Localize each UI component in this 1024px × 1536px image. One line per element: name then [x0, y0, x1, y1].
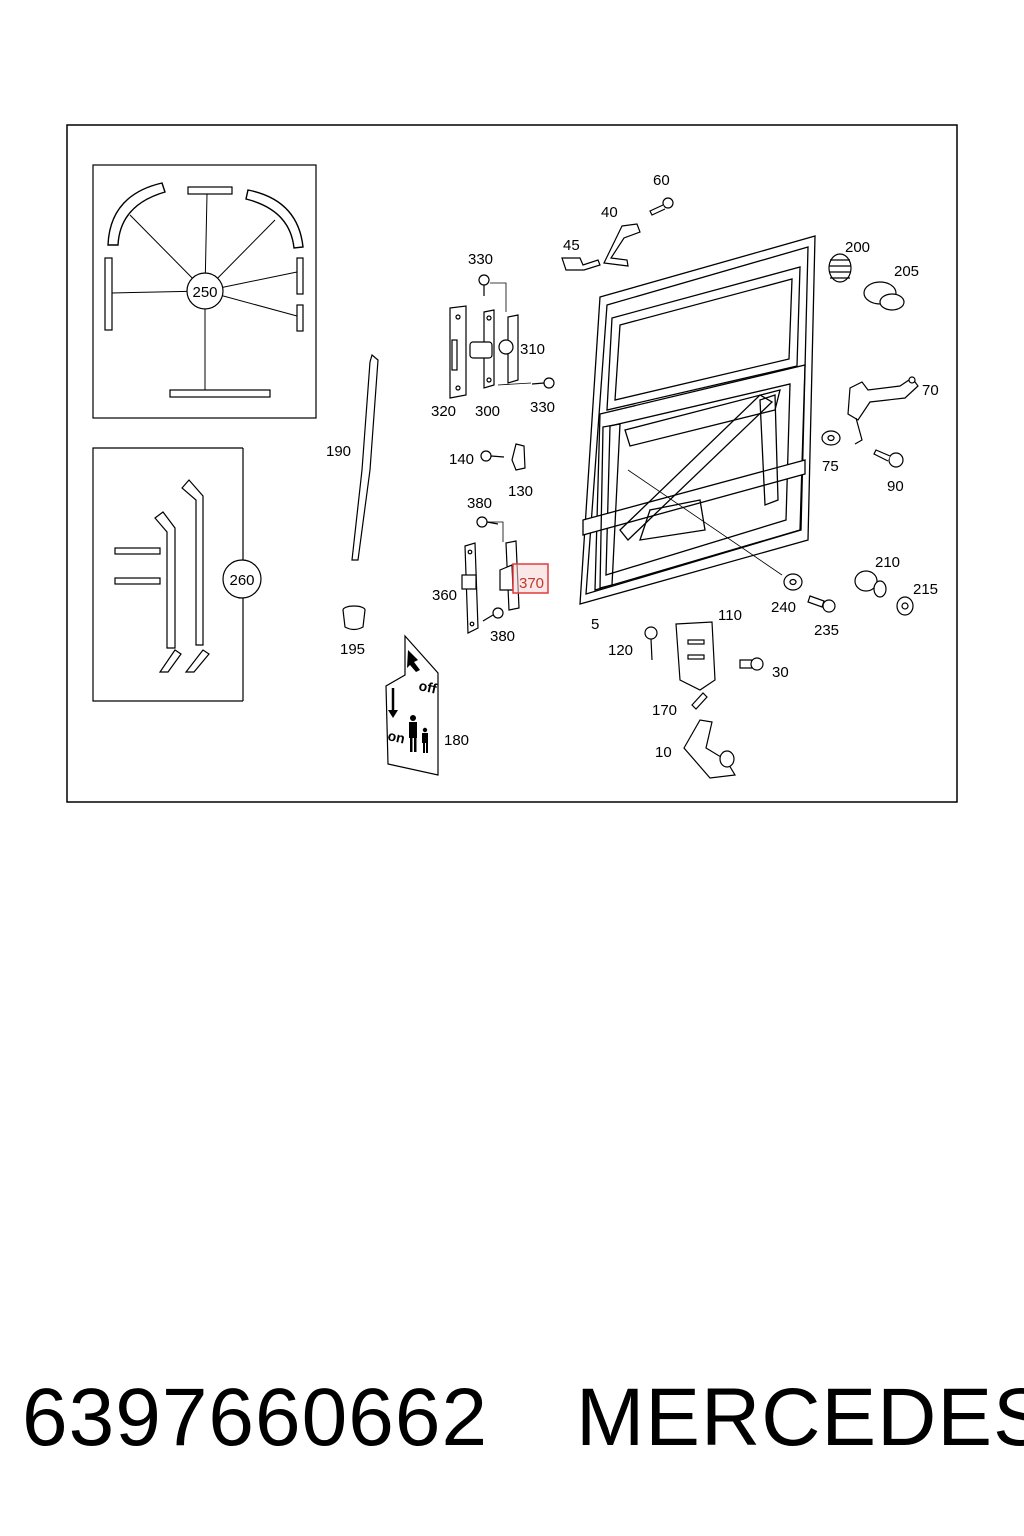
part-310-latch — [498, 314, 519, 384]
part-30-bolt — [739, 657, 764, 671]
label-70: 70 — [922, 382, 939, 399]
cap-195 — [342, 605, 366, 631]
label-210: 210 — [875, 554, 900, 571]
part-90-bolt — [873, 449, 904, 468]
part-215-washer — [896, 596, 914, 616]
part-360-plate — [461, 542, 479, 634]
door-panel-5 — [579, 235, 816, 605]
part-75-washer — [821, 430, 841, 446]
part-45-clip — [561, 257, 601, 271]
label-170: 170 — [652, 702, 677, 719]
label-205: 205 — [894, 263, 919, 280]
decal-off-text: off — [417, 677, 438, 696]
part-10-roller-arm — [683, 719, 736, 779]
part-number: 6397660662 — [22, 1372, 489, 1463]
callout-circle-250 — [186, 272, 224, 310]
label-200: 200 — [845, 239, 870, 256]
footer: 6397660662 MERCEDES — [0, 1368, 1024, 1478]
label-5: 5 — [591, 616, 599, 633]
label-260: 260 — [229, 572, 254, 589]
part-320-plate — [449, 305, 467, 399]
label-300: 300 — [475, 403, 500, 420]
label-240: 240 — [771, 599, 796, 616]
part-140-screw — [480, 450, 505, 462]
label-40: 40 — [601, 204, 618, 221]
part-40-bracket — [603, 223, 641, 267]
part-240-washer — [783, 573, 803, 591]
part-235-bolt — [807, 595, 836, 613]
label-360: 360 — [432, 587, 457, 604]
inset-box-260: 260 — [92, 447, 262, 702]
label-330-top: 330 — [468, 251, 493, 268]
label-380-top: 380 — [467, 495, 492, 512]
brand-name: MERCEDES — [576, 1372, 1024, 1463]
part-330-screw-top — [478, 274, 490, 296]
callout-circle-260 — [222, 559, 262, 599]
decal-180: off on — [385, 634, 439, 776]
label-10: 10 — [655, 744, 672, 761]
label-250: 250 — [192, 284, 217, 301]
part-380-screw-bottom — [482, 607, 504, 622]
label-180: 180 — [444, 732, 469, 749]
diagram-frame — [66, 124, 958, 803]
label-60: 60 — [653, 172, 670, 189]
part-200-grommet — [828, 253, 852, 283]
label-30: 30 — [772, 664, 789, 681]
part-170-pin — [691, 692, 708, 710]
label-140: 140 — [449, 451, 474, 468]
part-300-latch — [469, 309, 495, 389]
part-labels: 60 40 45 200 205 330 310 320 300 330 70 … — [326, 172, 939, 761]
decal-on-text: on — [386, 727, 406, 746]
label-215: 215 — [913, 581, 938, 598]
label-130: 130 — [508, 483, 533, 500]
part-120-screw — [644, 626, 658, 661]
label-320: 320 — [431, 403, 456, 420]
label-330-side: 330 — [530, 399, 555, 416]
part-205-bumper — [863, 281, 905, 311]
part-330-screw-side — [531, 377, 555, 389]
part-60-screw — [649, 197, 674, 216]
seal-strip-190 — [351, 353, 379, 561]
label-110: 110 — [718, 607, 742, 624]
label-380-bottom: 380 — [490, 628, 515, 645]
highlight-box-370 — [512, 563, 549, 594]
label-310: 310 — [520, 341, 545, 358]
inset-box-250: 250 — [92, 164, 317, 419]
label-75: 75 — [822, 458, 839, 475]
label-90: 90 — [887, 478, 904, 495]
label-235: 235 — [814, 622, 839, 639]
part-70-hinge — [847, 376, 919, 445]
part-210-roller — [854, 570, 887, 598]
label-190: 190 — [326, 443, 351, 460]
label-370: 370 — [519, 575, 544, 592]
label-45: 45 — [563, 237, 580, 254]
part-130-clip — [511, 443, 526, 471]
part-110-bracket — [675, 621, 716, 691]
label-120: 120 — [608, 642, 633, 659]
label-195: 195 — [340, 641, 365, 658]
